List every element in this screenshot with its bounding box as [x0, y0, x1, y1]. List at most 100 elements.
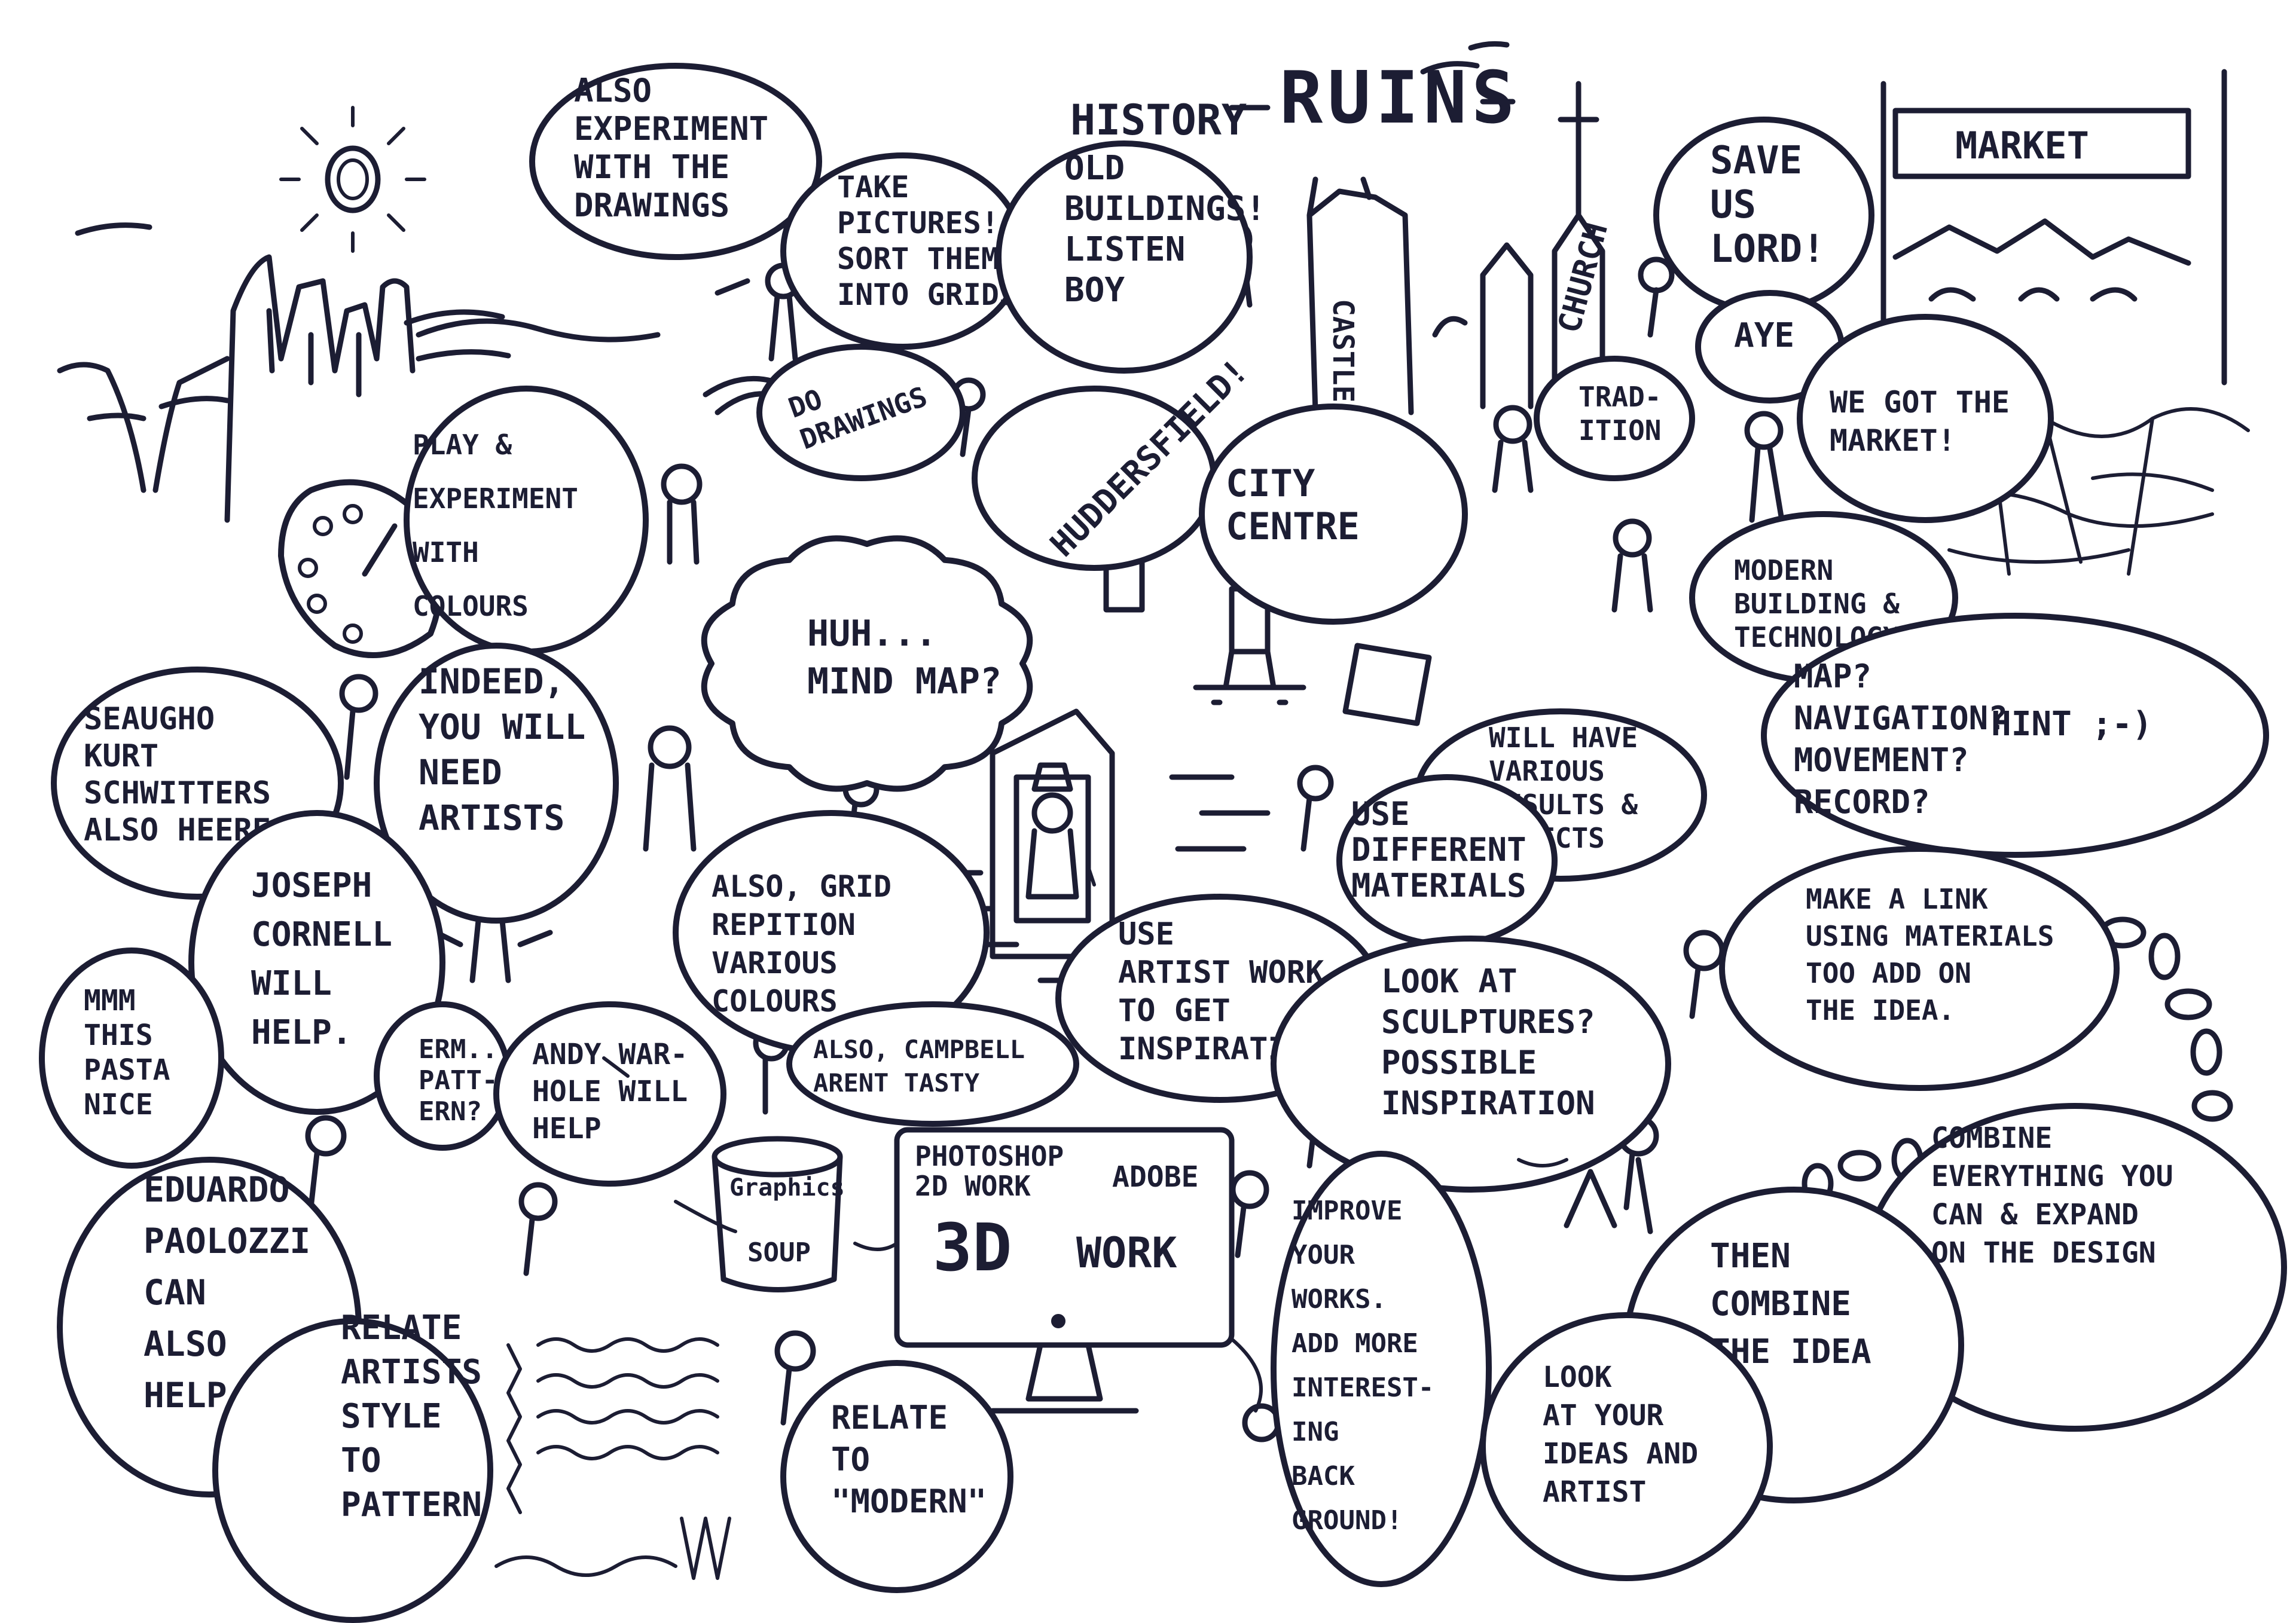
bubble-text-line: PASTA — [84, 1053, 170, 1087]
bubble-text-line: ARTISTS — [419, 797, 564, 838]
bubble-text-line: BOY — [1064, 271, 1125, 310]
bubble-text-line: DRAWINGS — [574, 187, 729, 224]
bubble-text-line: RELATE — [341, 1309, 462, 1347]
wind-strokes — [75, 41, 1510, 362]
bubble-text-line: TAKE — [837, 170, 909, 204]
bubble-text-line: PAOLOZZI — [144, 1221, 310, 1261]
bubble-outline — [529, 63, 822, 260]
bubble-text-line: ERN? — [419, 1096, 482, 1127]
bubble-text-line: RELATE — [831, 1399, 948, 1436]
bubble-text-line: RECORD? — [1794, 783, 1930, 821]
bubble-text-line: ALSO — [574, 72, 652, 109]
soup-can-icon: Graphics SOUP — [712, 1136, 845, 1292]
bubble-text-line: COMBINE — [1710, 1285, 1851, 1324]
bubble-text-line: LOOK AT — [1381, 962, 1518, 1000]
bubble-text-line: EDUARDO — [144, 1169, 289, 1210]
bubble-text-line: COLOURS — [413, 590, 529, 622]
bubble-outline — [786, 1001, 1079, 1127]
bubble-outline — [1534, 356, 1695, 481]
bubble-outline — [1271, 936, 1671, 1193]
bubble-text-line: ING — [1292, 1417, 1339, 1447]
bubble-text-line: HELP — [532, 1112, 602, 1145]
computer-work: WORK — [1076, 1228, 1177, 1277]
bubble-text-line: HOLE WILL — [532, 1075, 688, 1108]
bubble-text-line: WITH THE — [574, 148, 729, 186]
bubble-text-line: AYE — [1734, 316, 1794, 355]
bubble-outline — [374, 643, 619, 924]
bubble-outline — [1480, 1312, 1773, 1581]
bubble-text-line: ARTISTS — [341, 1353, 482, 1392]
bubble-text-line: HUH... — [807, 613, 937, 655]
bubble-text-line: YOU WILL — [419, 707, 585, 747]
bubble-text-line: VARIOUS — [1489, 755, 1605, 787]
bubble-text-line: "MODERN" — [831, 1483, 987, 1520]
bubble-text-line: LOOK — [1543, 1361, 1612, 1394]
bubble-text-line: SEAUGHO — [84, 701, 215, 737]
palette-icon — [278, 479, 443, 658]
bubble-text-line: COLOURS — [712, 984, 838, 1019]
connector-lines — [602, 865, 1568, 1413]
bubble-text-line: HELP. — [251, 1013, 352, 1052]
bubble-text-line: PATT- — [419, 1065, 497, 1096]
bubble-text-line: AT YOUR — [1543, 1399, 1663, 1432]
bubble-text-line: SCULPTURES? — [1381, 1003, 1595, 1041]
bubble-text-line: TO — [831, 1441, 870, 1478]
computer-3d: 3D — [933, 1209, 1012, 1286]
bubble-text-line: CENTRE — [1226, 505, 1360, 548]
bubble-text-line: PLAY & — [413, 429, 512, 461]
top-hat-figure — [990, 708, 1115, 959]
bubble-text-line: EXPERIMENT — [574, 110, 768, 148]
computer-adobe: ADOBE — [1112, 1160, 1199, 1194]
bubble-text-line: PATTERN — [341, 1486, 482, 1524]
bubble-text-line: MOVEMENT? — [1794, 741, 1969, 779]
computer-line2: 2D WORK — [915, 1170, 1031, 1202]
castle-label: CASTLE — [1326, 299, 1360, 402]
skyline-sketch — [224, 254, 416, 523]
bubble-text-line: INTEREST- — [1292, 1373, 1434, 1403]
bubble-text-line: MARKET! — [1830, 423, 1956, 458]
bubble-text-line: POSSIBLE — [1381, 1044, 1537, 1081]
bubble-text-line: INDEED, — [419, 661, 564, 702]
bubble-text-line: TRAD- — [1578, 381, 1661, 413]
bubble-text-line: MMM — [84, 984, 136, 1017]
bubble-text-line: THEN — [1710, 1237, 1791, 1276]
bubble-text-line: LISTEN — [1064, 230, 1185, 269]
bubble-text-line: SCHWITTERS — [84, 775, 271, 811]
soup-label: SOUP — [747, 1237, 811, 1268]
bubble-outline — [1761, 613, 2269, 858]
bubble-text-line: LORD! — [1710, 227, 1825, 271]
computer-icon: PHOTOSHOP 2D WORK ADOBE 3D WORK — [894, 1127, 1235, 1414]
bubble-text-line: MIND MAP? — [807, 661, 1002, 702]
bubble-text-line: ON THE DESIGN — [1931, 1236, 2156, 1270]
bubble-map-navigation: MAP?NAVIGATION?MOVEMENT?RECORD? — [1761, 613, 2269, 858]
bubble-text-line: WITH — [413, 536, 479, 568]
bubble-text-line: EXPERIMENT — [413, 482, 578, 515]
hint-text: HINT ;-) — [1991, 705, 2152, 744]
header-dashes — [1229, 99, 1516, 111]
bubble-text-line: TOO ADD ON — [1806, 957, 1971, 989]
bubble-text-line: INSPIRATION — [1381, 1084, 1595, 1122]
screen-sketch — [1342, 643, 1432, 726]
bubble-text-line: ERM... — [419, 1034, 514, 1065]
bubble-text-line: ARTIST WORK — [1118, 955, 1324, 991]
bubble-outline — [1271, 1151, 1492, 1587]
bubble-text-line: YOUR — [1292, 1240, 1355, 1270]
bubble-text-line: NICE — [84, 1088, 153, 1121]
bubble-text-line: REPITION — [712, 907, 856, 942]
bubble-text-line: DIFFERENT — [1351, 831, 1526, 869]
bubble-text-line: CAN — [144, 1272, 206, 1313]
bubble-outline — [188, 810, 445, 1115]
bubble-text-line: CORNELL — [251, 915, 392, 954]
